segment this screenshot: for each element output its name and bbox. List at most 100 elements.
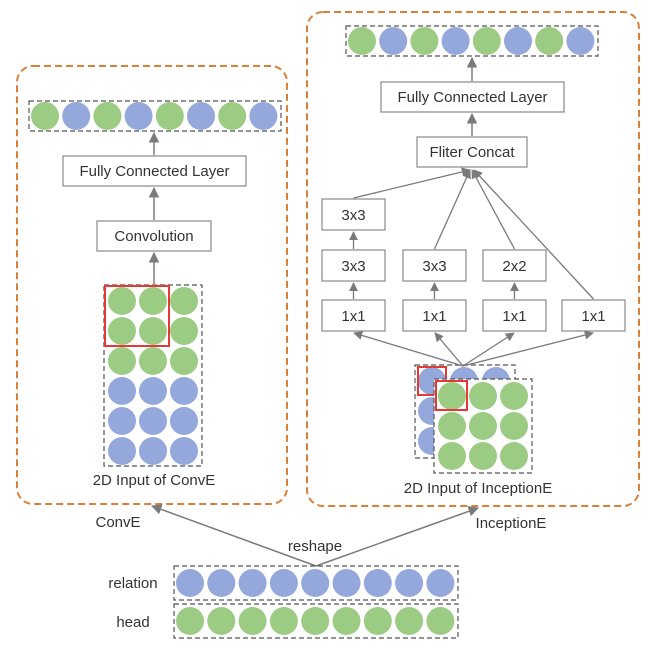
- conve-conv-window-highlight: [104, 285, 170, 347]
- inceptione-arrow-input-to-branch4: [462, 330, 594, 367]
- conve-convolution-box: [96, 220, 212, 252]
- head-element: [395, 607, 424, 635]
- inceptione-fc-label: Fully Connected Layer: [397, 89, 547, 106]
- relation-element: [332, 569, 361, 597]
- branch2-conv2-box: [402, 249, 467, 282]
- filter-concat-box: [416, 136, 528, 168]
- embedding-section: ConvE InceptionE reshape relation head: [95, 504, 546, 639]
- concat-arrow-from-branch1: [353, 167, 471, 199]
- head-label: head: [116, 614, 149, 631]
- branch3-conv2-label: 2x2: [502, 258, 526, 275]
- branch1-conv2-label: 3x3: [341, 258, 365, 275]
- branch4-conv1-label: 1x1: [581, 308, 605, 325]
- conve-input-grid: [108, 287, 198, 465]
- output-neuron: [249, 102, 278, 130]
- relation-element: [269, 569, 298, 597]
- branch2-conv1-label: 1x1: [422, 308, 446, 325]
- inceptione-arrow-input-to-branch2: [434, 332, 464, 367]
- relation-label: relation: [108, 575, 157, 592]
- conve-convolution-label: Convolution: [114, 228, 193, 245]
- concat-arrow-from-branch4: [473, 169, 594, 300]
- input-cell: [170, 287, 198, 315]
- conve-panel: Fully Connected Layer Convolution 2D Inp…: [16, 65, 288, 505]
- reshape-arrow-to-conve: [151, 504, 317, 567]
- reshape-label: reshape: [288, 538, 342, 555]
- output-neuron: [566, 27, 595, 55]
- conve-input-caption: 2D Input of ConvE: [93, 472, 216, 489]
- relation-element: [301, 569, 330, 597]
- input-cell: [500, 382, 528, 410]
- input-cell: [139, 317, 167, 345]
- branch1-conv3-label: 3x3: [341, 207, 365, 224]
- branch1-conv3-box: [321, 198, 386, 231]
- inceptione-arrow-input-to-branch3: [462, 332, 515, 367]
- output-neuron: [62, 102, 91, 130]
- input-cell: [170, 347, 198, 375]
- branch1-conv2-box: [321, 249, 386, 282]
- head-element: [363, 607, 392, 635]
- output-neuron: [504, 27, 532, 55]
- concat-arrow-from-branch2: [433, 169, 471, 250]
- relation-element: [395, 569, 424, 597]
- input-cell: [108, 317, 136, 345]
- relation-element: [238, 569, 267, 597]
- input-cell: [108, 347, 136, 375]
- input-cell: [438, 412, 466, 440]
- inceptione-output-layer-frame: [345, 25, 599, 57]
- conve-output-layer: [31, 102, 278, 130]
- output-neuron: [441, 27, 470, 55]
- branch3-conv2-box: [482, 249, 547, 282]
- relation-element: [363, 569, 392, 597]
- input-cell: [170, 317, 198, 345]
- input-cell: [170, 377, 198, 405]
- inceptione-output-layer: [348, 27, 595, 55]
- head-embedding-frame: [173, 603, 459, 639]
- conve-fc-box: [62, 155, 247, 187]
- input-cell: [170, 437, 198, 465]
- concat-arrow-from-branch3: [471, 169, 516, 250]
- output-neuron: [410, 27, 439, 55]
- input-cell: [108, 437, 136, 465]
- output-neuron: [93, 102, 122, 130]
- input-cell: [139, 407, 167, 435]
- input-cell: [170, 407, 198, 435]
- relation-element: [176, 569, 204, 597]
- output-neuron: [379, 27, 408, 55]
- inceptione-front-grid: [438, 382, 528, 470]
- head-element: [238, 607, 267, 635]
- input-cell: [139, 347, 167, 375]
- inceptione-front-grid-highlight: [435, 380, 468, 411]
- head-embedding: [176, 607, 455, 635]
- input-cell: [469, 412, 497, 440]
- branch4-conv1-box: [561, 299, 626, 332]
- input-cell: [108, 407, 136, 435]
- branch1-conv1-label: 1x1: [341, 308, 365, 325]
- relation-element: [207, 569, 236, 597]
- head-element: [426, 607, 455, 635]
- output-neuron: [31, 102, 59, 130]
- branch2-conv2-label: 3x3: [422, 258, 446, 275]
- inceptione-input-caption: 2D Input of InceptionE: [404, 480, 552, 497]
- output-neuron: [124, 102, 153, 130]
- inceptione-panel: Fully Connected Layer Fliter Concat 1x1 …: [306, 11, 640, 507]
- input-cell: [438, 442, 466, 470]
- conve-output-layer-frame: [28, 100, 282, 132]
- input-cell: [500, 412, 528, 440]
- input-cell: [469, 442, 497, 470]
- relation-embedding: [176, 569, 455, 597]
- inceptione-panel-border: [306, 11, 640, 507]
- conve-panel-border: [16, 65, 288, 505]
- input-cell: [108, 287, 136, 315]
- head-element: [176, 607, 204, 635]
- output-neuron: [472, 27, 501, 55]
- conve-fc-label: Fully Connected Layer: [79, 163, 229, 180]
- relation-element: [426, 569, 455, 597]
- branch3-conv1-box: [482, 299, 547, 332]
- head-element: [207, 607, 236, 635]
- output-neuron: [535, 27, 564, 55]
- output-neuron: [348, 27, 376, 55]
- output-neuron: [155, 102, 184, 130]
- head-element: [269, 607, 298, 635]
- inceptione-fc-box: [380, 81, 565, 113]
